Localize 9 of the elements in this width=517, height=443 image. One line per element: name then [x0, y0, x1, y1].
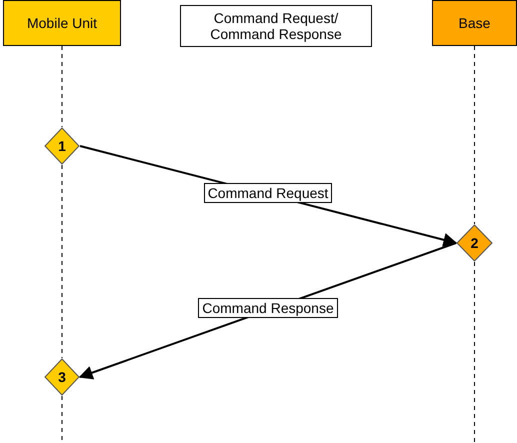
step-number: 2: [470, 235, 478, 251]
step-number: 3: [58, 369, 66, 385]
participant-box: Command Request/ Command Response: [180, 5, 372, 47]
participant-box: Base: [432, 0, 517, 46]
lifeline: [474, 46, 475, 224]
edge-label: Command Request: [204, 182, 332, 202]
participant-box: Mobile Unit: [3, 0, 121, 46]
step-number: 1: [58, 138, 66, 154]
edge-label: Command Response: [198, 298, 338, 318]
